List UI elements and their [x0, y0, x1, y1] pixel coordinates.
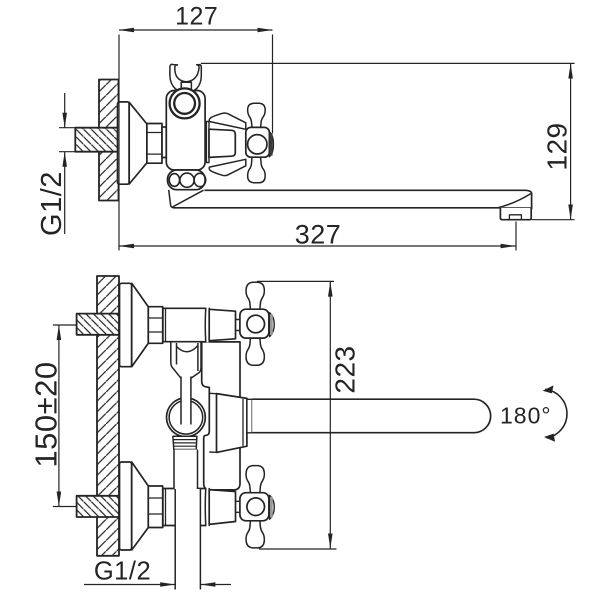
- svg-text:G1/2: G1/2: [94, 558, 151, 586]
- svg-text:127: 127: [175, 3, 218, 31]
- svg-text:327: 327: [295, 220, 342, 250]
- svg-text:150±20: 150±20: [28, 361, 63, 467]
- svg-text:G1/2: G1/2: [36, 171, 68, 236]
- svg-text:180°: 180°: [500, 403, 552, 429]
- svg-text:223: 223: [330, 345, 361, 393]
- svg-text:129: 129: [542, 122, 573, 170]
